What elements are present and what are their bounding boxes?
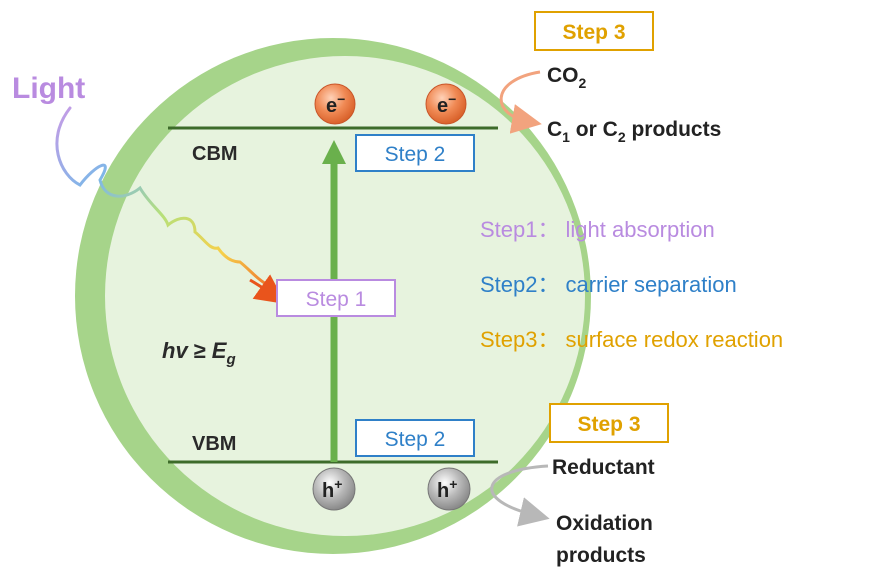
reduction-curve-arrow xyxy=(499,70,542,134)
reduction-products: C1 or C2 products xyxy=(547,118,721,145)
light-wave-arrow xyxy=(249,274,286,304)
svg-text:e−: e− xyxy=(437,91,456,117)
svg-text:Step 3: Step 3 xyxy=(562,21,625,44)
step2-bottom-box: Step 2 xyxy=(355,419,475,457)
svg-text:Step 2: Step 2 xyxy=(385,428,446,451)
svg-text:Step 2: Step 2 xyxy=(385,143,446,166)
legend-step2: Step2：carrier separation xyxy=(480,272,737,297)
electron-left: e− xyxy=(314,83,356,125)
legend-step3: Step3：surface redox reaction xyxy=(480,327,783,352)
svg-text:Step 1: Step 1 xyxy=(306,288,367,311)
electron-right: e− xyxy=(425,83,467,125)
energy-condition: hv≥Eg xyxy=(162,338,236,368)
reduction-reactant: CO2 xyxy=(547,64,587,91)
step1-box: Step 1 xyxy=(276,279,396,317)
oxidation-product-line1: Oxidation xyxy=(556,512,653,535)
legend-step1: Step1：light absorption xyxy=(480,217,715,242)
oxidation-reactant: Reductant xyxy=(552,456,655,479)
cbm-label: CBM xyxy=(192,143,238,165)
svg-text:Step 3: Step 3 xyxy=(577,413,640,436)
oxidation-product-line2: products xyxy=(556,544,646,567)
step2-top-box: Step 2 xyxy=(355,134,475,172)
svg-text:e−: e− xyxy=(326,91,345,117)
excitation-arrow-head xyxy=(322,140,346,164)
step3-top-box: Step 3 xyxy=(534,11,654,51)
hole-right: h+ xyxy=(427,467,471,511)
step3-bottom-box: Step 3 xyxy=(549,403,669,443)
hole-left: h+ xyxy=(312,467,356,511)
light-wave xyxy=(55,106,270,287)
oxidation-curve-arrow xyxy=(490,464,550,527)
light-label: Light xyxy=(12,72,85,105)
svg-text:h+: h+ xyxy=(437,476,457,502)
svg-text:h+: h+ xyxy=(322,476,342,502)
vbm-label: VBM xyxy=(192,433,236,455)
